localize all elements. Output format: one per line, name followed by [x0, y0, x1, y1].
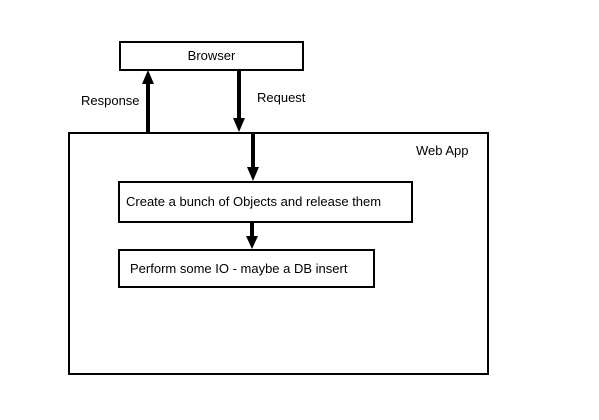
web-app-label: Web App	[416, 143, 469, 158]
perform-io-label: Perform some IO - maybe a DB insert	[130, 260, 348, 276]
perform-io-node: Perform some IO - maybe a DB insert	[118, 249, 375, 288]
request-edge-label: Request	[257, 90, 306, 105]
browser-node: Browser	[119, 41, 304, 71]
response-arrow	[142, 70, 154, 132]
create-objects-node: Create a bunch of Objects and release th…	[118, 181, 413, 223]
browser-label: Browser	[187, 48, 236, 63]
request-arrow	[233, 71, 245, 132]
create-objects-label: Create a bunch of Objects and release th…	[126, 194, 382, 209]
response-edge-label: Response	[81, 93, 140, 108]
